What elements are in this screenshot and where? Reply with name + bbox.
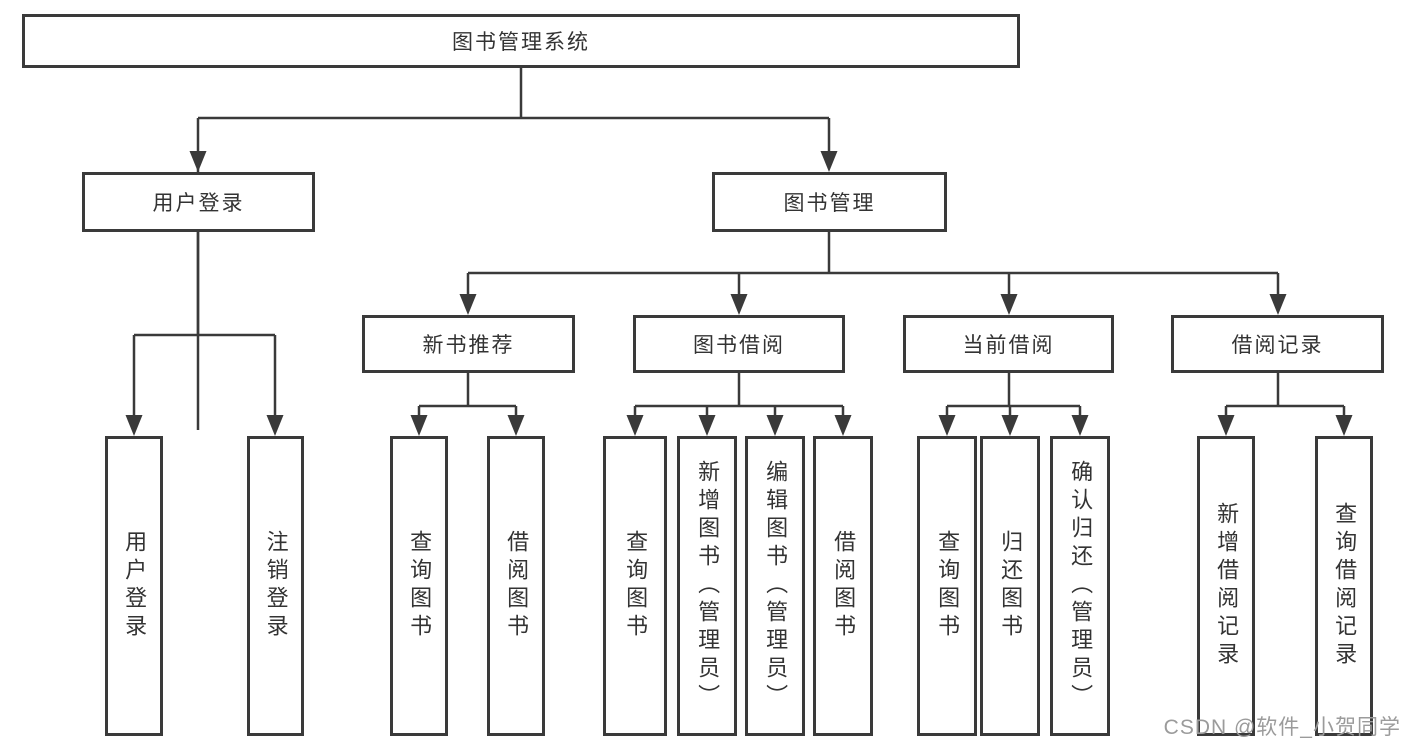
node-label: 查询图书 <box>935 530 961 642</box>
leaf-logout: 注销登录 <box>247 436 304 736</box>
arrowhead <box>698 415 716 436</box>
arrowhead <box>189 151 207 172</box>
arrowhead <box>507 415 525 436</box>
node-label: 新增借阅记录 <box>1214 502 1240 670</box>
connector-user-login-group <box>132 232 277 430</box>
node-label: 归还图书 <box>998 530 1024 642</box>
leaf-query-books-3: 查询图书 <box>917 436 977 736</box>
node-user-login: 用户登录 <box>82 172 315 232</box>
csdn-watermark: CSDN @软件_小贺同学 <box>1163 716 1401 739</box>
node-label: 查询图书 <box>623 530 649 642</box>
node-current-borrow: 当前借阅 <box>903 315 1114 373</box>
leaf-confirm-return-admin: 确认归还（管理员） <box>1050 436 1110 736</box>
arrowhead <box>938 415 956 436</box>
node-label: 借阅图书 <box>831 530 857 642</box>
arrowhead <box>1269 294 1287 315</box>
arrowhead <box>125 415 143 436</box>
arrowhead <box>626 415 644 436</box>
connector-new-book-group <box>417 373 518 430</box>
connector-book-mgmt-to-level3 <box>466 232 1280 309</box>
leaf-borrow-books-2: 借阅图书 <box>813 436 873 736</box>
arrowhead <box>1335 415 1353 436</box>
connector-book-borrow-group <box>633 373 845 430</box>
arrowhead <box>730 294 748 315</box>
node-label: 图书管理系统 <box>452 31 590 54</box>
node-label: 借阅记录 <box>1231 334 1324 357</box>
node-label: 查询借阅记录 <box>1332 502 1358 670</box>
node-label: 新书推荐 <box>422 334 515 357</box>
arrowhead <box>266 415 284 436</box>
arrowhead <box>820 151 838 172</box>
leaf-add-books-admin: 新增图书（管理员） <box>677 436 737 736</box>
node-label: 确认归还（管理员） <box>1068 460 1094 712</box>
arrowhead <box>459 294 477 315</box>
node-borrow-record: 借阅记录 <box>1171 315 1384 373</box>
node-label: 图书借阅 <box>693 334 785 357</box>
leaf-user-login: 用户登录 <box>105 436 163 736</box>
arrowhead <box>410 415 428 436</box>
leaf-return-books: 归还图书 <box>980 436 1040 736</box>
arrowhead <box>834 415 852 436</box>
arrowhead <box>1000 294 1018 315</box>
arrowhead <box>1217 415 1235 436</box>
node-label: 当前借阅 <box>962 334 1055 357</box>
arrowhead <box>766 415 784 436</box>
node-book-borrow: 图书借阅 <box>633 315 845 373</box>
leaf-borrow-books-1: 借阅图书 <box>487 436 545 736</box>
node-new-book-recommend: 新书推荐 <box>362 315 575 373</box>
node-label: 借阅图书 <box>504 530 530 642</box>
node-label: 用户登录 <box>152 192 245 215</box>
node-label: 图书管理 <box>783 192 876 215</box>
node-book-management: 图书管理 <box>712 172 947 232</box>
connector-root-to-level2 <box>196 68 831 430</box>
node-label: 用户登录 <box>122 530 148 642</box>
node-label: 查询图书 <box>407 530 433 642</box>
leaf-query-books-1: 查询图书 <box>390 436 448 736</box>
node-label: 新增图书（管理员） <box>695 460 721 712</box>
connector-borrow-record-group <box>1224 373 1346 430</box>
arrowhead <box>1001 415 1019 436</box>
leaf-query-borrow-record: 查询借阅记录 <box>1315 436 1373 736</box>
node-label: 编辑图书（管理员） <box>763 460 789 712</box>
node-label: 注销登录 <box>263 530 289 642</box>
node-root-system: 图书管理系统 <box>22 14 1020 68</box>
leaf-add-borrow-record: 新增借阅记录 <box>1197 436 1255 736</box>
leaf-query-books-2: 查询图书 <box>603 436 667 736</box>
leaf-edit-books-admin: 编辑图书（管理员） <box>745 436 805 736</box>
arrowhead <box>1071 415 1089 436</box>
